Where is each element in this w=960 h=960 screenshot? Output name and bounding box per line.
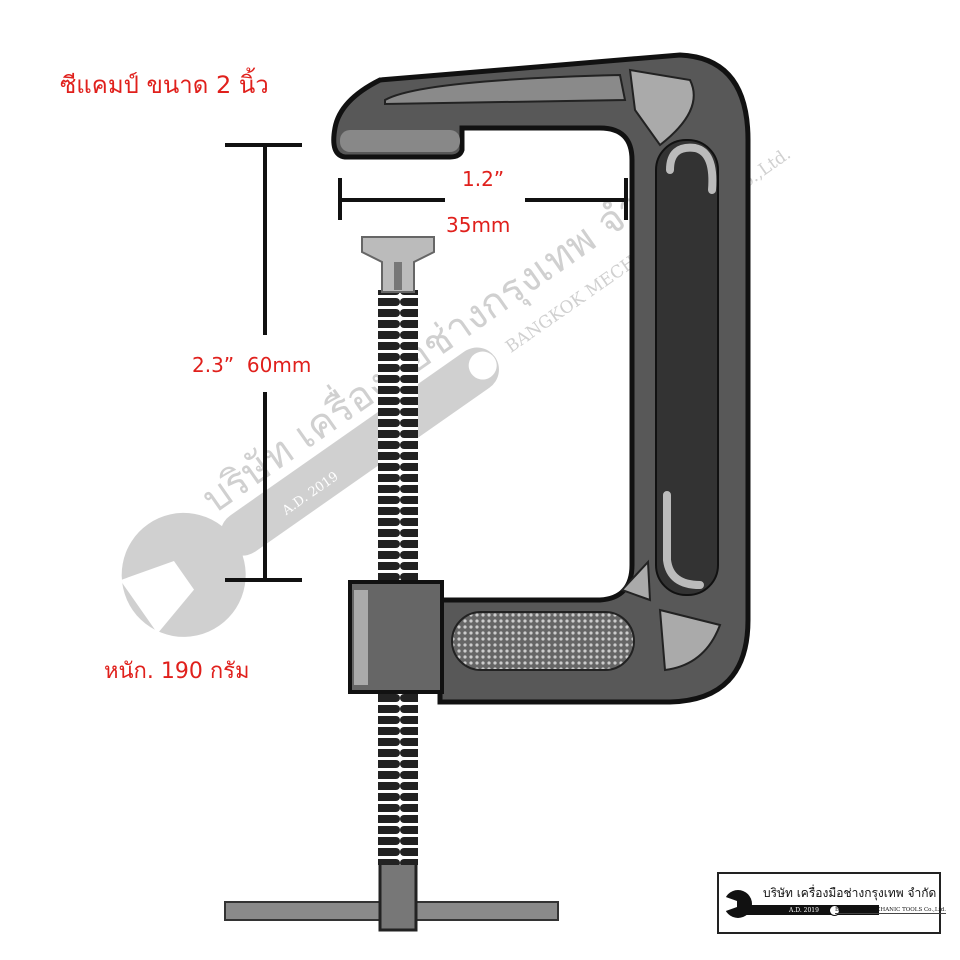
logo-company-en: BANGKOK MECHANIC TOOLS Co.,Ltd. [835,907,947,914]
wrench-handle-icon [220,347,499,556]
depth-label: 2.3” 60mm [192,353,311,377]
width-mm: 35mm [446,213,510,237]
screw-thread [378,290,418,865]
width-dimension [338,178,628,220]
width-inches: 1.2” [462,167,504,191]
company-logo: บริษัท เครื่องมือช่างกรุงเทพ จำกัด A.D. … [717,872,947,934]
logo-year: A.D. 2019 [789,907,819,914]
weight-label: หนัก. 190 กรัม [104,659,249,684]
depth-dimension [225,143,302,582]
t-handle-hub [378,856,418,932]
clamp-frame [331,52,751,705]
logo-company-th: บริษัท เครื่องมือช่างกรุงเทพ จำกัด [763,886,937,900]
knurled-grip [451,611,635,671]
wrench-icon [723,890,773,918]
product-title: ซีแคมป์ ขนาด 2 นิ้ว [60,67,269,99]
